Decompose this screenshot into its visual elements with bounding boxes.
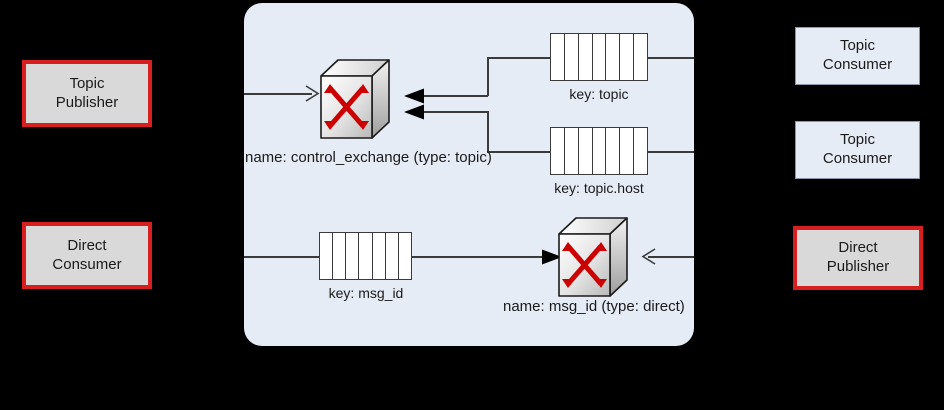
queue-segment xyxy=(320,233,334,279)
queue-segment xyxy=(565,128,579,174)
wire-topic-publisher-to-exchange xyxy=(244,93,312,95)
queue-topic-host-label: key: topic.host xyxy=(554,180,644,196)
exchange-control-exchange-icon[interactable] xyxy=(316,58,394,144)
queue-segment xyxy=(606,34,621,80)
wire-direct-consumer-to-queue xyxy=(244,256,319,258)
queue-msg-id[interactable] xyxy=(319,232,412,280)
arrow-left-topichost-icon xyxy=(404,104,424,120)
arrow-right-open-publisher-icon xyxy=(305,85,320,102)
exchange-type-text: (type: topic) xyxy=(413,149,492,166)
queue-msg-id-label: key: msg_id xyxy=(328,285,404,301)
wire-direct-publisher-to-exchange xyxy=(648,256,694,258)
queue-segment xyxy=(551,34,565,80)
arrow-left-topic-icon xyxy=(404,88,424,104)
node-topic-consumer-1[interactable]: Topic Consumer xyxy=(795,27,920,85)
wire-msgid-queue-to-exchange xyxy=(412,256,554,258)
queue-segment xyxy=(399,233,411,279)
exchange-msg-id-label: name: msg_id (type: direct) xyxy=(503,297,685,317)
exchange-name-text: name: control_exchange xyxy=(245,149,410,166)
node-direct-publisher[interactable]: Direct Publisher xyxy=(793,226,923,290)
wire-topic-queue-to-consumer xyxy=(648,57,694,59)
wire-topichost-queue-left xyxy=(487,151,550,153)
exchange-name-text: name: msg_id xyxy=(503,298,598,315)
node-direct-consumer[interactable]: Direct Consumer xyxy=(22,222,152,289)
queue-segment xyxy=(634,34,647,80)
queue-topic-host[interactable] xyxy=(550,127,648,175)
queue-segment xyxy=(620,128,635,174)
wire-topichost-queue-vertical xyxy=(487,111,489,152)
wire-topic-binding-to-exchange xyxy=(412,95,488,97)
queue-segment xyxy=(620,34,635,80)
queue-segment xyxy=(593,34,607,80)
wire-topichost-binding-to-exchange xyxy=(412,111,488,113)
node-label-line1: Direct xyxy=(838,239,878,257)
queue-segment xyxy=(386,233,399,279)
arrow-right-msgid-icon xyxy=(542,249,562,265)
arrow-left-open-direct-publisher-icon xyxy=(641,248,656,265)
queue-segment xyxy=(333,233,347,279)
node-topic-consumer-2[interactable]: Topic Consumer xyxy=(795,121,920,179)
node-label-line2: Publisher xyxy=(55,93,119,111)
queue-topic-label: key: topic xyxy=(569,86,629,102)
queue-segment xyxy=(565,34,579,80)
queue-segment xyxy=(634,128,647,174)
wire-topichost-queue-to-consumer xyxy=(648,151,694,153)
wire-topic-queue-vertical xyxy=(487,57,489,96)
queue-segment xyxy=(579,34,593,80)
queue-segment xyxy=(346,233,360,279)
node-label-line2: Consumer xyxy=(822,56,893,73)
queue-topic[interactable] xyxy=(550,33,648,81)
node-label-line2: Publisher xyxy=(826,258,890,275)
queue-segment xyxy=(373,233,386,279)
exchange-control-exchange-label: name: control_exchange (type: topic) xyxy=(245,148,492,168)
queue-segment xyxy=(359,233,373,279)
exchange-msg-id-icon[interactable] xyxy=(554,216,632,302)
node-label-line1: Topic xyxy=(69,74,105,92)
node-label-line1: Direct xyxy=(67,236,107,254)
queue-segment xyxy=(593,128,607,174)
queue-segment xyxy=(579,128,593,174)
queue-segment xyxy=(551,128,565,174)
node-label-line1: Topic xyxy=(839,37,875,55)
node-label-line2: Consumer xyxy=(822,150,893,167)
queue-segment xyxy=(606,128,621,174)
node-label-line1: Topic xyxy=(839,131,875,149)
wire-topic-queue-left xyxy=(487,57,550,59)
node-label-line2: Consumer xyxy=(52,255,122,273)
exchange-type-text: (type: direct) xyxy=(601,298,685,315)
node-topic-publisher[interactable]: Topic Publisher xyxy=(22,60,152,127)
